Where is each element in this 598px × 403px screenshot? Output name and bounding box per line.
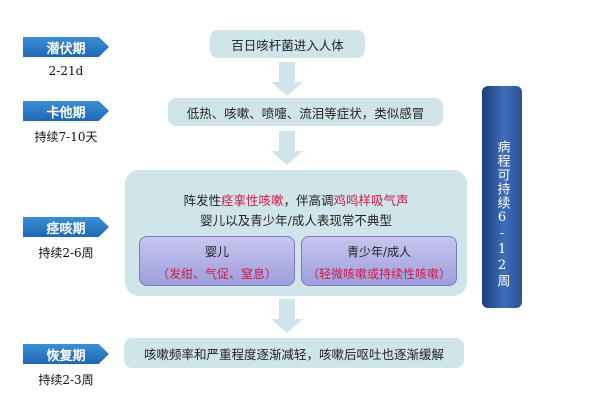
paroxysmal-text-d: 鸡鸣样吸气声 (333, 193, 409, 208)
paroxysmal-line-2: 婴儿以及青少年/成人表现常不典型 (200, 213, 392, 228)
stage-duration-incubation: 2-21d (48, 64, 84, 78)
recovery-box: 咳嗽频率和严重程度逐渐减轻，咳嗽后呕吐也逐渐缓解 (124, 338, 464, 368)
stage-tag-incubation: 潜伏期 (23, 37, 109, 57)
infant-box: 婴儿 （发绀、气促、窒息） (139, 236, 295, 286)
adult-box: 青少年/成人 （轻微咳嗽或持续性咳嗽） (301, 236, 457, 286)
stage-tag-catarrhal: 卡他期 (23, 101, 109, 121)
catarrhal-text: 低热、咳嗽、喷嚏、流泪等症状，类似感冒 (186, 105, 425, 121)
down-arrow-1 (271, 62, 303, 96)
paroxysmal-text-a: 阵发性 (183, 193, 221, 208)
adult-title: 青少年/成人 (346, 245, 412, 259)
stage-tag-recovery: 恢复期 (23, 344, 109, 364)
paroxysmal-panel: 阵发性痉挛性咳嗽，伴高调鸡鸣样吸气声 婴儿以及青少年/成人表现常不典型 婴儿 （… (125, 170, 467, 296)
course-duration-bar: 病程可持续6-12周 (482, 86, 522, 308)
course-duration-text: 病程可持续6-12周 (494, 140, 510, 288)
stage-tag-paroxysmal: 痉咳期 (23, 217, 109, 237)
incubation-text: 百日咳杆菌进入人体 (231, 37, 344, 53)
paroxysmal-text-b: 痉挛性咳嗽 (220, 193, 284, 208)
infant-title: 婴儿 (204, 245, 229, 259)
incubation-box: 百日咳杆菌进入人体 (210, 30, 365, 58)
catarrhal-box: 低热、咳嗽、喷嚏、流泪等症状，类似感冒 (168, 98, 443, 126)
down-arrow-3 (271, 299, 303, 333)
down-arrow-2 (271, 131, 303, 165)
infant-detail: （发绀、气促、窒息） (156, 267, 277, 281)
stage-duration-recovery: 持续2-3周 (38, 373, 94, 387)
recovery-text: 咳嗽频率和严重程度逐渐减轻，咳嗽后呕吐也逐渐缓解 (143, 346, 444, 362)
adult-detail: （轻微咳嗽或持续性咳嗽） (306, 267, 451, 281)
stage-duration-paroxysmal: 持续2-6周 (38, 246, 94, 260)
stage-duration-catarrhal: 持续7-10天 (34, 130, 98, 144)
paroxysmal-line-1: 阵发性痉挛性咳嗽，伴高调鸡鸣样吸气声 (125, 190, 467, 209)
paroxysmal-text-c: ，伴高调 (283, 193, 334, 208)
